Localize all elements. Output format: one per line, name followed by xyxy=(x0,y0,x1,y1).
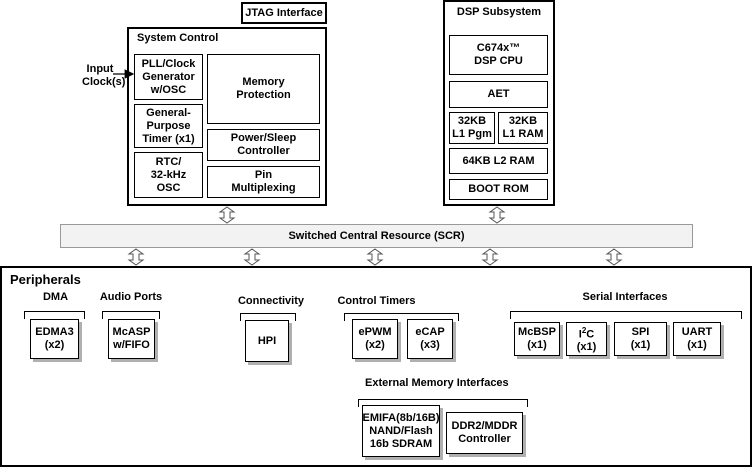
external-memory-group-bracket xyxy=(358,399,528,407)
power-sleep-controller-label: Power/Sleep Controller xyxy=(230,132,297,157)
pll-clock-generator-box: PLL/Clock Generator w/OSC xyxy=(134,54,203,100)
boot-rom-label: BOOT ROM xyxy=(468,183,529,195)
i2c-label: I2C (x1) xyxy=(567,323,606,355)
mcbsp-box: McBSP (x1) xyxy=(514,322,560,356)
aet-label: AET xyxy=(487,88,510,100)
mcasp-box: McASP w/FIFO xyxy=(108,319,155,359)
scr-peripheral-arrow-1 xyxy=(127,248,145,266)
ecap-box: eCAP (x3) xyxy=(407,319,453,359)
l1-pgm-box: 32KB L1 Pgm xyxy=(449,112,495,144)
serial-interfaces-group-bracket xyxy=(510,311,742,319)
dsp-subsystem-title: DSP Subsystem xyxy=(456,6,542,18)
mcbsp-label: McBSP (x1) xyxy=(518,326,556,351)
mcasp-label: McASP w/FIFO xyxy=(112,326,151,351)
scr-label: Switched Central Resource (SCR) xyxy=(288,229,465,242)
i2c-name: I2C xyxy=(578,325,595,341)
edma3-label: EDMA3 (x2) xyxy=(35,326,74,351)
spi-box: SPI (x1) xyxy=(614,322,667,356)
epwm-label: ePWM (x2) xyxy=(358,326,392,351)
i2c-box: I2C (x1) xyxy=(566,322,607,356)
hpi-label: HPI xyxy=(257,334,277,347)
dsp-cpu-box: C674x™ DSP CPU xyxy=(449,35,548,75)
ddr2-mddr-box: DDR2/MDDR Controller xyxy=(446,412,523,454)
l1-ram-label: 32KB L1 RAM xyxy=(502,115,544,140)
serial-interfaces-group-title: Serial Interfaces xyxy=(582,291,668,303)
dsp-cpu-label: C674x™ DSP CPU xyxy=(474,42,523,67)
connectivity-group-title: Connectivity xyxy=(237,295,304,307)
l2-ram-label: 64KB L2 RAM xyxy=(462,154,535,167)
connectivity-group-bracket xyxy=(240,313,296,321)
l1-ram-box: 32KB L1 RAM xyxy=(498,112,548,144)
audio-ports-group-bracket xyxy=(102,311,160,319)
control-timers-group-bracket xyxy=(344,313,459,321)
bus-arrows xyxy=(127,206,623,266)
uart-label: UART (x1) xyxy=(681,326,713,351)
jtag-interface-label: JTAG Interface xyxy=(245,6,323,19)
i2c-count: (x1) xyxy=(576,341,597,354)
epwm-box: ePWM (x2) xyxy=(352,319,398,359)
rtc-osc-box: RTC/ 32-kHz OSC xyxy=(134,152,203,198)
emifa-label: EMIFA(8b/16B) NAND/Flash 16b SDRAM xyxy=(362,411,440,450)
edma3-box: EDMA3 (x2) xyxy=(30,319,79,359)
jtag-interface-box: JTAG Interface xyxy=(241,2,327,24)
spi-label: SPI (x1) xyxy=(630,326,651,351)
ecap-label: eCAP (x3) xyxy=(415,326,445,351)
scr-peripheral-arrow-4 xyxy=(481,248,499,266)
system-control-title: System Control xyxy=(137,32,219,44)
scr-peripheral-arrow-5 xyxy=(605,248,623,266)
scr-bar: Switched Central Resource (SCR) xyxy=(60,224,693,248)
aet-box: AET xyxy=(449,81,548,108)
memory-protection-box: Memory Protection xyxy=(207,54,320,124)
dma-group-bracket xyxy=(24,311,85,319)
rtc-osc-label: RTC/ 32-kHz OSC xyxy=(150,155,187,194)
external-memory-group-title: External Memory Interfaces xyxy=(365,377,509,389)
system-control-scr-arrow xyxy=(218,206,236,224)
l2-ram-box: 64KB L2 RAM xyxy=(449,148,548,174)
dsp-scr-arrow xyxy=(488,206,506,224)
dma-group-title: DMA xyxy=(42,291,69,303)
ddr2-mddr-label: DDR2/MDDR Controller xyxy=(451,420,518,445)
power-sleep-controller-box: Power/Sleep Controller xyxy=(207,129,320,161)
pll-clock-generator-label: PLL/Clock Generator w/OSC xyxy=(141,57,196,96)
general-purpose-timer-label: General- Purpose Timer (x1) xyxy=(142,106,195,145)
pin-multiplexing-box: Pin Multiplexing xyxy=(207,166,320,198)
pin-multiplexing-label: Pin Multiplexing xyxy=(231,169,296,194)
memory-protection-label: Memory Protection xyxy=(236,76,291,101)
boot-rom-box: BOOT ROM xyxy=(449,179,548,200)
scr-peripheral-arrow-3 xyxy=(366,248,384,266)
l1-pgm-label: 32KB L1 Pgm xyxy=(452,115,492,140)
control-timers-group-title: Control Timers xyxy=(337,295,416,307)
emifa-box: EMIFA(8b/16B) NAND/Flash 16b SDRAM xyxy=(362,405,440,457)
uart-box: UART (x1) xyxy=(673,322,721,356)
hpi-box: HPI xyxy=(245,320,289,362)
peripherals-title: Peripherals xyxy=(10,272,81,287)
general-purpose-timer-box: General- Purpose Timer (x1) xyxy=(134,104,203,148)
input-clocks-label: Input Clock(s) xyxy=(82,63,126,88)
scr-peripheral-arrow-2 xyxy=(243,248,261,266)
audio-ports-group-title: Audio Ports xyxy=(99,291,163,303)
